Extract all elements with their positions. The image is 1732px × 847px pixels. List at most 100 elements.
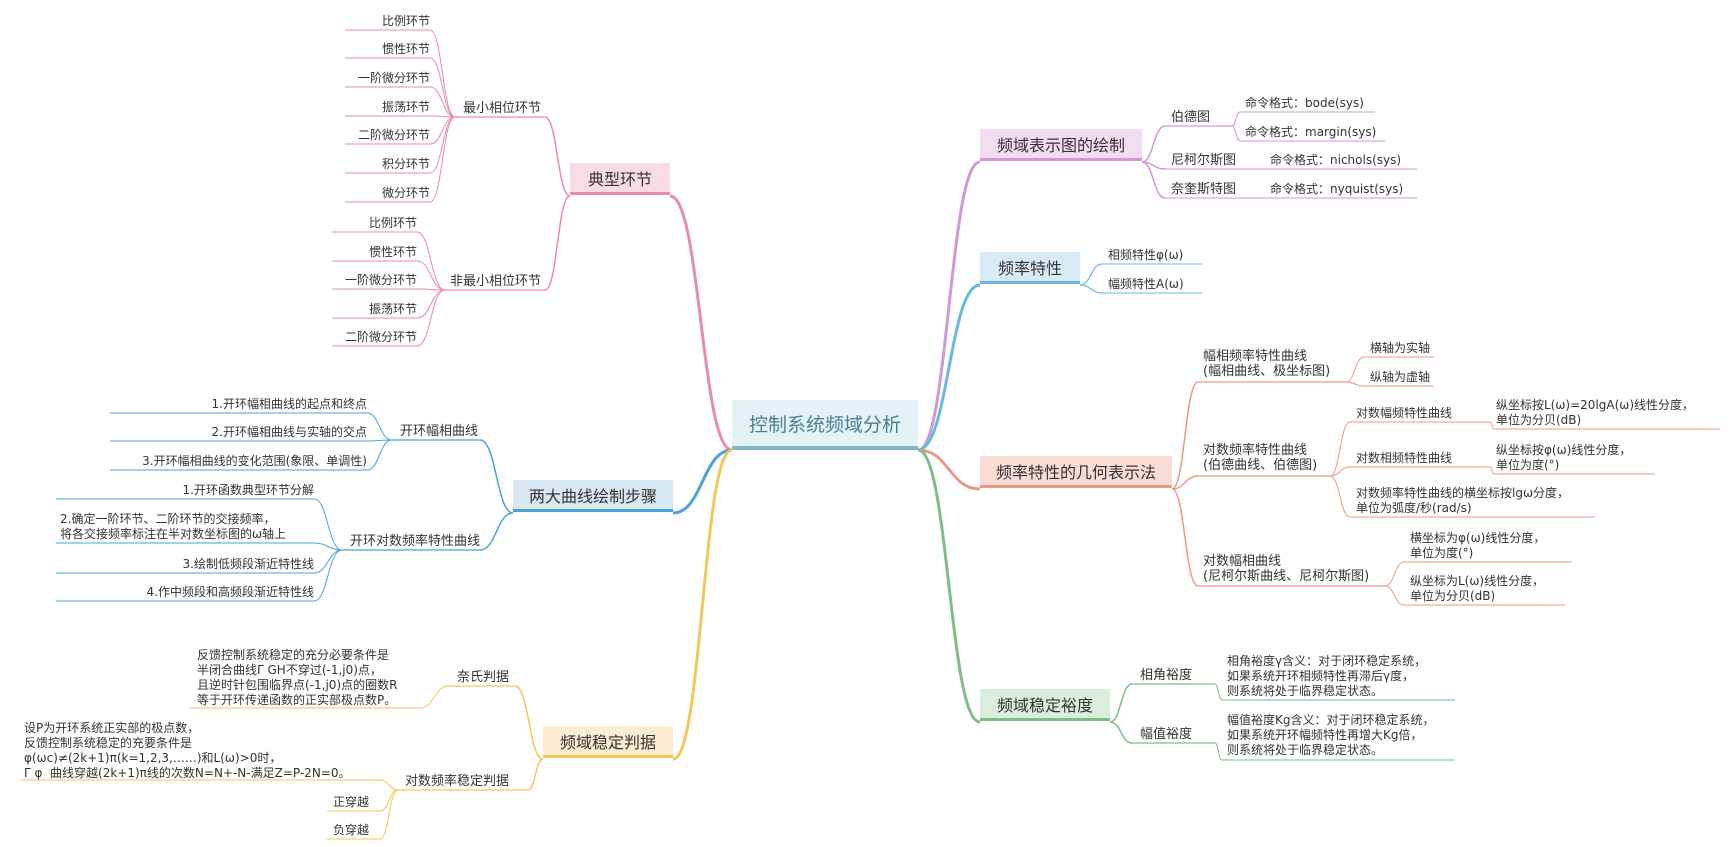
connector	[429, 29, 456, 118]
topic-typical[interactable]: 典型环节	[570, 163, 670, 195]
subtopic-open-bode[interactable]: 开环对数频率特性曲线	[350, 534, 481, 549]
topic-margin[interactable]: 频域稳定裕度	[980, 689, 1110, 721]
connector	[416, 260, 446, 291]
leaf-bode-4[interactable]: 4.作中频段和高频段渐近特性线	[146, 585, 314, 599]
connector	[479, 512, 514, 551]
leaf-log-mag-axis[interactable]: 纵坐标按L(ω)=20lgA(ω)线性分度， 单位为分贝(dB)	[1496, 398, 1694, 427]
subtopic-nonmin-phase[interactable]: 非最小相位环节	[450, 274, 542, 289]
leaf-lmp-x[interactable]: 横坐标为φ(ω)线性分度， 单位为度(°)	[1410, 531, 1546, 560]
leaf-real-axis[interactable]: 横轴为实轴	[1370, 341, 1431, 355]
leaf-min-5[interactable]: 二阶微分环节	[357, 128, 430, 142]
subtopic-gain-margin[interactable]: 幅值裕度	[1140, 727, 1193, 742]
connector	[1345, 356, 1365, 383]
leaf-nyquist-text[interactable]: 反馈控制系统稳定的充分必要条件是 半闭合曲线Γ GH不穿过(-1,j0)点， 且…	[197, 648, 398, 707]
connector	[1141, 161, 1166, 199]
leaf-phase-margin-text[interactable]: 相角裕度γ含义：对于闭环稳定系统， 如果系统开环相频特性再滞后γ度， 则系统将处…	[1227, 654, 1427, 698]
connector	[1489, 466, 1495, 475]
topic-freq-char[interactable]: 频率特性	[980, 252, 1080, 284]
connector	[1329, 421, 1351, 477]
leaf-log-x-axis[interactable]: 对数频率特性曲线的横坐标按lgω分度， 单位为弧度/秒(rad/s)	[1356, 486, 1570, 515]
connector	[313, 498, 343, 551]
connector	[429, 115, 456, 118]
subtopic-open-polar[interactable]: 开环幅相曲线	[400, 424, 479, 439]
leaf-nonmin-3[interactable]: 一阶微分环节	[344, 273, 417, 287]
topic-two-curves[interactable]: 两大曲线绘制步骤	[513, 480, 673, 512]
connector	[1214, 683, 1223, 701]
connector	[1171, 475, 1199, 490]
leaf-negative-crossing[interactable]: 负穿越	[333, 823, 370, 837]
leaf-bode-2[interactable]: 2.确定一阶环节、二阶环节的交接频率， 将各交接频率标注在半对数坐标图的ω轴上	[60, 512, 287, 541]
connector	[917, 283, 981, 452]
connector	[1079, 284, 1103, 294]
subtopic-nyquist-plot[interactable]: 奈奎斯特图	[1171, 182, 1237, 197]
subtopic-log-freq[interactable]: 对数频率稳定判据	[405, 774, 510, 789]
leaf-nonmin-4[interactable]: 振荡环节	[368, 302, 417, 316]
leaf-positive-crossing[interactable]: 正穿越	[333, 795, 370, 809]
root-topic[interactable]: 控制系统频域分析	[732, 400, 918, 450]
connector	[366, 412, 393, 441]
connector	[313, 549, 343, 602]
connector	[429, 57, 456, 118]
leaf-margin-cmd[interactable]: 命令格式：margin(sys)	[1245, 125, 1377, 139]
subtopic-log-mag-phase[interactable]: 对数幅相曲线 (尼柯尔斯曲线、尼柯尔斯图)	[1203, 554, 1370, 584]
connector	[672, 448, 733, 515]
connector	[1109, 683, 1133, 723]
topic-geometry[interactable]: 频率特性的几何表示法	[980, 456, 1172, 488]
leaf-nichols-cmd[interactable]: 命令格式：nichols(sys)	[1270, 153, 1402, 167]
leaf-min-7[interactable]: 微分环节	[381, 186, 430, 200]
connector	[917, 160, 981, 452]
leaf-gain-margin-text[interactable]: 幅值裕度Kg含义：对于闭环稳定系统， 如果系统开环幅频特性再增大Kg倍， 则系统…	[1227, 713, 1435, 757]
leaf-mag-freq[interactable]: 幅频特性A(ω)	[1108, 277, 1184, 291]
leaf-min-4[interactable]: 振荡环节	[381, 100, 430, 114]
connector	[416, 289, 446, 347]
subtopic-log-mag[interactable]: 对数幅频特性曲线	[1356, 406, 1453, 420]
connector	[479, 439, 514, 514]
connector	[1329, 475, 1351, 518]
connector	[379, 779, 399, 791]
connector	[1489, 421, 1495, 430]
connector	[1171, 381, 1199, 490]
leaf-bode-3[interactable]: 3.绘制低频段渐近特性线	[182, 557, 314, 571]
leaf-imag-axis[interactable]: 纵轴为虚轴	[1370, 370, 1431, 384]
leaf-polar-3[interactable]: 3.开环幅相曲线的变化范围(象限、单调性)	[142, 454, 367, 468]
subtopic-phase-margin[interactable]: 相角裕度	[1140, 668, 1193, 683]
subtopic-polar[interactable]: 幅相频率特性曲线 (幅相曲线、极坐标图)	[1203, 349, 1331, 379]
connector	[1329, 466, 1351, 477]
leaf-min-1[interactable]: 比例环节	[381, 14, 430, 28]
leaf-nonmin-2[interactable]: 惯性环节	[368, 245, 417, 259]
connector	[544, 195, 571, 291]
connector	[429, 86, 456, 118]
leaf-phase-freq[interactable]: 相频特性φ(ω)	[1108, 248, 1184, 262]
leaf-nonmin-1[interactable]: 比例环节	[368, 216, 417, 230]
subtopic-nichols[interactable]: 尼柯尔斯图	[1171, 153, 1237, 168]
leaf-log-phase-axis[interactable]: 纵坐标按φ(ω)线性分度， 单位为度(°)	[1496, 443, 1632, 472]
subtopic-nyquist[interactable]: 奈氏判据	[457, 670, 510, 685]
leaf-nonmin-5[interactable]: 二阶微分环节	[344, 330, 417, 344]
subtopic-min-phase[interactable]: 最小相位环节	[463, 101, 542, 116]
topic-stability[interactable]: 频域稳定判据	[543, 726, 673, 758]
topic-plots[interactable]: 频域表示图的绘制	[980, 129, 1142, 161]
connector	[1231, 111, 1241, 127]
leaf-min-3[interactable]: 一阶微分环节	[357, 71, 430, 85]
connector	[1141, 125, 1166, 163]
leaf-polar-2[interactable]: 2.开环幅相曲线与实轴的交点	[211, 425, 367, 439]
connector	[1079, 263, 1103, 286]
leaf-nyquist-cmd[interactable]: 命令格式：nyquist(sys)	[1270, 182, 1404, 196]
connector	[1214, 742, 1223, 761]
leaf-log-freq-text[interactable]: 设P为开环系统正实部的极点数， 反馈控制系统稳定的充要条件是 φ(ωc)≠(2k…	[24, 721, 351, 780]
connector	[416, 289, 446, 319]
subtopic-log-phase[interactable]: 对数相频特性曲线	[1356, 451, 1453, 465]
connector	[429, 116, 456, 174]
leaf-polar-1[interactable]: 1.开环幅相曲线的起点和终点	[211, 397, 367, 411]
connector	[429, 116, 456, 203]
leaf-bode-1[interactable]: 1.开环函数典型环节分解	[182, 483, 314, 497]
leaf-min-2[interactable]: 惯性环节	[381, 42, 430, 56]
leaf-min-6[interactable]: 积分环节	[381, 157, 430, 171]
leaf-lmp-y[interactable]: 纵坐标为L(ω)线性分度， 单位为分贝(dB)	[1410, 574, 1545, 603]
connector	[429, 116, 456, 145]
subtopic-bode[interactable]: 伯德图	[1171, 110, 1211, 125]
connector	[1384, 561, 1405, 587]
subtopic-log[interactable]: 对数频率特性曲线 (伯德曲线、伯德图)	[1203, 443, 1318, 473]
leaf-bode-cmd[interactable]: 命令格式：bode(sys)	[1245, 96, 1364, 110]
connector	[669, 194, 733, 452]
